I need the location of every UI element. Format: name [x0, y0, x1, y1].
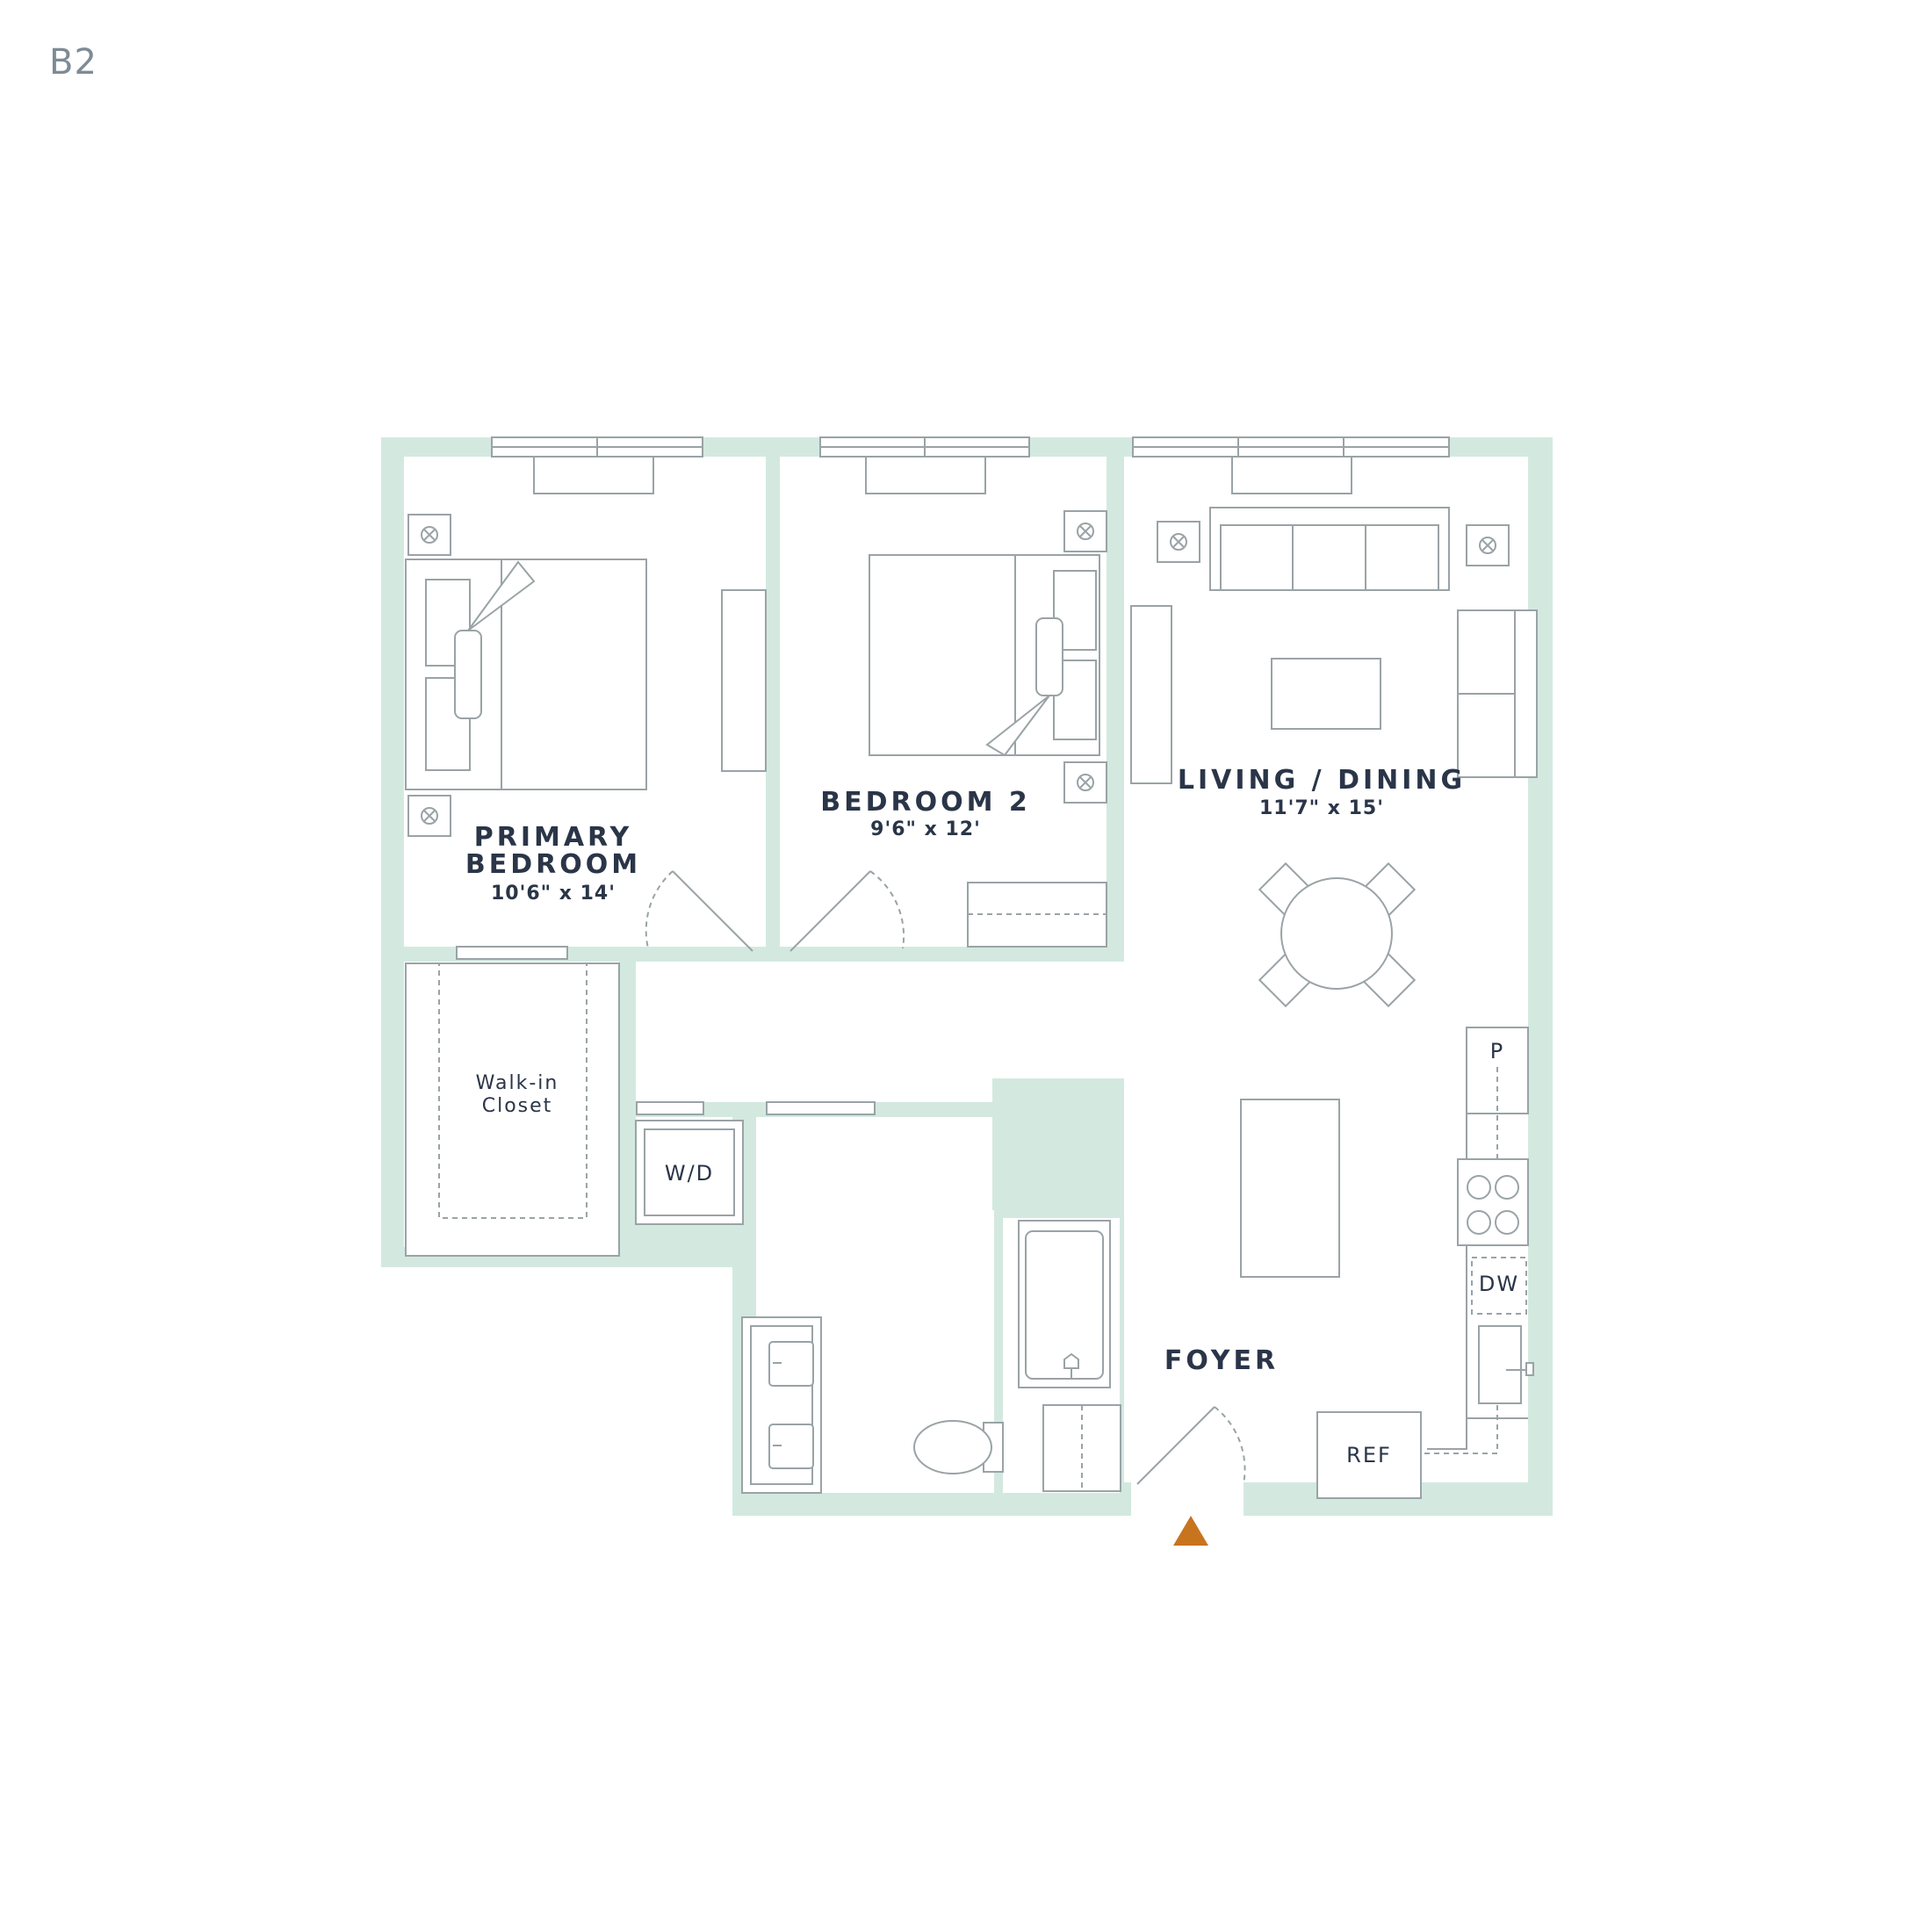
bed-fold — [1035, 617, 1063, 696]
stove-burner-icon — [1495, 1175, 1519, 1200]
windows — [456, 436, 1450, 1115]
outlet-icon — [1157, 521, 1200, 563]
stove-burner-icon — [1467, 1210, 1491, 1235]
outlet-icon — [1063, 761, 1107, 804]
room-name: Closet — [482, 1095, 553, 1117]
faucet-icon — [1063, 1352, 1079, 1379]
living-dining-room: LIVING / DINING 11'7" x 15' — [1130, 456, 1538, 1008]
fixture-label: W/D — [665, 1161, 714, 1186]
stove-burner-icon — [1495, 1210, 1519, 1235]
dresser — [721, 589, 767, 772]
radiator — [533, 456, 654, 494]
primary-bedroom-room: PRIMARY BEDROOM 10'6" x 14' — [405, 456, 767, 905]
outlet-icon — [1063, 510, 1107, 552]
refrigerator — [1316, 1411, 1422, 1499]
fixture-label: P — [1490, 1039, 1504, 1063]
bathroom-room — [741, 1085, 1124, 1494]
outlet-icon — [407, 795, 451, 837]
kitchen-sink — [1478, 1325, 1522, 1404]
kitchen-island — [1240, 1099, 1340, 1278]
bedroom-2-room: BEDROOM 2 9'6" x 12' — [820, 456, 1107, 948]
sofa-cushions — [1220, 524, 1439, 591]
pillow — [425, 677, 471, 771]
outlet-icon — [1466, 524, 1510, 566]
fixture-label: DW — [1479, 1272, 1519, 1296]
room-dimensions: 9'6" x 12' — [870, 818, 981, 840]
room-name: BEDROOM — [465, 849, 641, 880]
radiator — [865, 456, 986, 494]
sink-icon — [1506, 1362, 1534, 1376]
room-name: BEDROOM 2 — [820, 787, 1031, 818]
media-console — [1130, 605, 1172, 784]
coffee-table — [1271, 658, 1381, 730]
room-dimensions: 10'6" x 14' — [491, 883, 616, 905]
washer-dryer: W/D — [635, 1120, 744, 1225]
foyer-room: FOYER — [1164, 1345, 1279, 1376]
sink-icon — [768, 1341, 814, 1387]
room-name: FOYER — [1164, 1345, 1279, 1376]
entry-arrow-icon — [1173, 1516, 1208, 1546]
doors — [645, 870, 1246, 1485]
room-name: PRIMARY — [474, 822, 633, 853]
toilet-icon — [913, 1420, 1004, 1474]
sheet-fold — [985, 695, 1050, 757]
room-name: Walk-in — [476, 1072, 559, 1094]
walk-in-closet-room: Walk-in Closet — [405, 962, 620, 1257]
unit-label: B2 — [49, 42, 97, 83]
outlet-icon — [407, 514, 451, 556]
radiator — [1231, 456, 1352, 494]
dining-set — [1258, 861, 1417, 1008]
kitchen: P DW REF — [1240, 1027, 1534, 1499]
stove-burner-icon — [1467, 1175, 1491, 1200]
stove — [1457, 1158, 1529, 1246]
room-name: LIVING / DINING — [1178, 765, 1466, 796]
sheet-fold — [467, 560, 536, 631]
bed-fold — [454, 630, 482, 719]
room-dimensions: 11'7" x 15' — [1259, 797, 1384, 819]
fixture-label: REF — [1346, 1443, 1392, 1467]
dishwasher — [1471, 1257, 1527, 1315]
sink-icon — [768, 1424, 814, 1469]
